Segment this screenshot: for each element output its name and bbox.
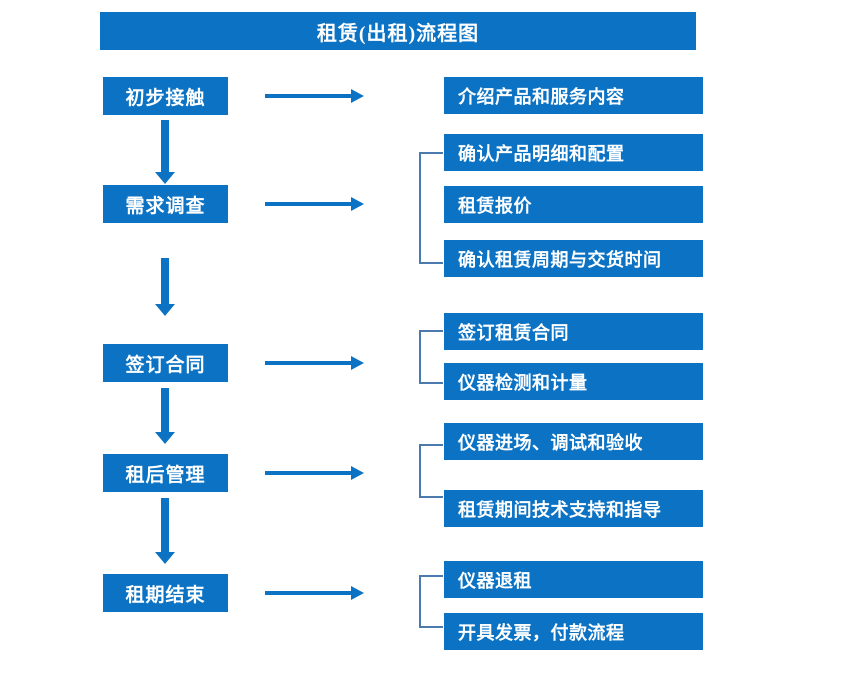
flow-arrow-right-2: [265, 197, 365, 211]
bracket-group-4: [419, 444, 443, 498]
detail-box-2-2[interactable]: 租赁报价: [444, 186, 703, 223]
stage-box-4[interactable]: 租后管理: [103, 454, 228, 492]
flow-arrow-down-3: [155, 388, 175, 444]
flow-arrow-down-1: [155, 120, 175, 184]
flow-arrow-down-4: [155, 498, 175, 564]
detail-box-1-1[interactable]: 介绍产品和服务内容: [444, 77, 703, 114]
stage-box-1[interactable]: 初步接触: [103, 77, 228, 115]
detail-box-2-3[interactable]: 确认租赁周期与交货时间: [444, 240, 703, 277]
detail-box-4-1[interactable]: 仪器进场、调试和验收: [444, 423, 703, 460]
bracket-group-5: [419, 575, 443, 628]
stage-box-2[interactable]: 需求调查: [103, 185, 228, 223]
detail-box-4-2[interactable]: 租赁期间技术支持和指导: [444, 490, 703, 527]
diagram-title: 租赁(出租)流程图: [100, 12, 696, 50]
detail-box-5-1[interactable]: 仪器退租: [444, 561, 703, 598]
stage-box-3[interactable]: 签订合同: [103, 344, 228, 382]
detail-box-3-2[interactable]: 仪器检测和计量: [444, 363, 703, 400]
detail-box-2-1[interactable]: 确认产品明细和配置: [444, 134, 703, 171]
bracket-group-2: [419, 152, 443, 264]
stage-box-5[interactable]: 租期结束: [103, 574, 228, 612]
flow-arrow-right-3: [265, 356, 365, 370]
flow-arrow-down-2: [155, 258, 175, 316]
flow-arrow-right-1: [265, 89, 365, 103]
flow-arrow-right-4: [265, 466, 365, 480]
detail-box-3-1[interactable]: 签订租赁合同: [444, 313, 703, 350]
bracket-group-3: [419, 330, 443, 384]
flow-arrow-right-5: [265, 586, 365, 600]
detail-box-5-2[interactable]: 开具发票，付款流程: [444, 613, 703, 650]
